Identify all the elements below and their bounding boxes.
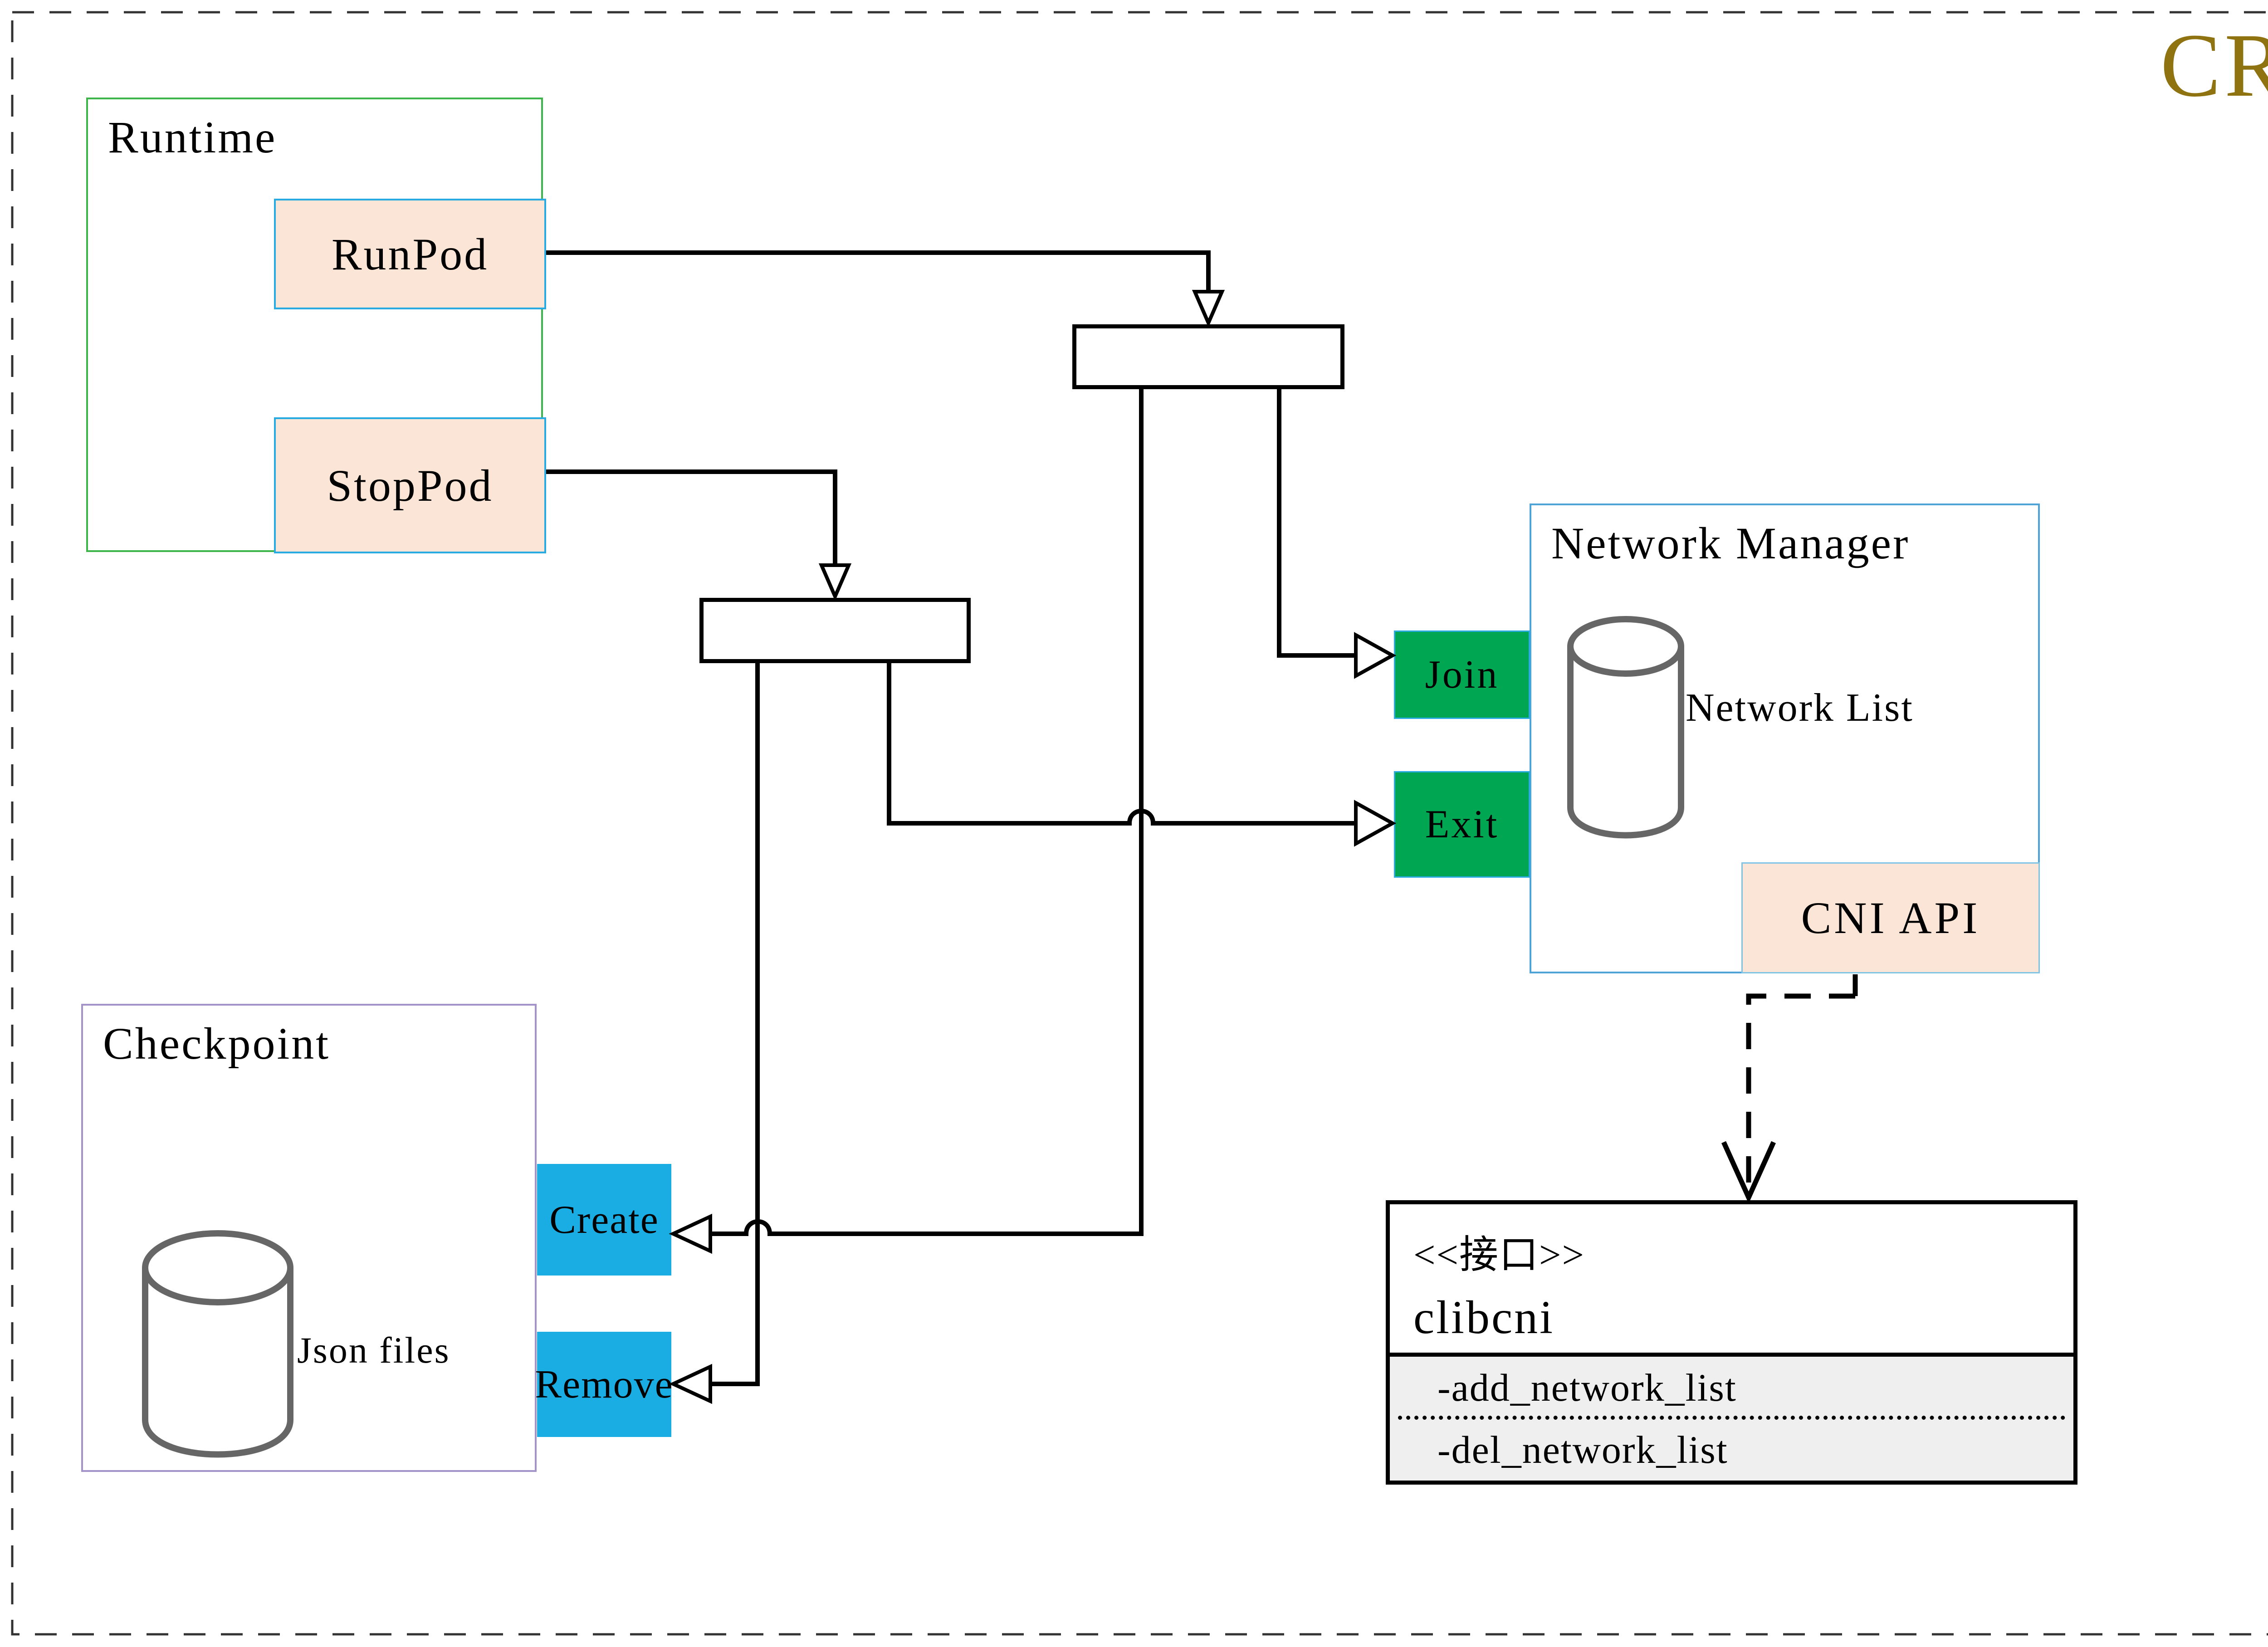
- runpod-junction-rect: [1072, 324, 1344, 389]
- clibcni-name: clibcni: [1413, 1291, 1555, 1344]
- stoppod-label: StopPod: [327, 460, 494, 511]
- network-manager-title: Network Manager: [1551, 518, 1910, 568]
- exit-box: Exit: [1394, 771, 1530, 878]
- clibcni-attributes-section: -add_network_list -del_network_list: [1390, 1353, 2073, 1481]
- cni-api-label: CNI API: [1801, 893, 1980, 943]
- clibcni-attribute: -del_network_list: [1437, 1428, 1728, 1471]
- arrow-junction-to-create: [669, 389, 1144, 1254]
- arrow-junction-to-remove: [669, 663, 760, 1404]
- json-files-label: Json files: [297, 1329, 450, 1371]
- open-v-arrowhead-icon: [1721, 1141, 1776, 1204]
- arrow-runpod-to-junction: [546, 250, 1225, 328]
- join-label: Join: [1425, 653, 1499, 697]
- exit-label: Exit: [1425, 802, 1499, 846]
- checkpoint-box: Checkpoint: [81, 1004, 537, 1472]
- arrow-stoppod-to-junction: [546, 469, 852, 601]
- network-list-label: Network List: [1686, 686, 1914, 730]
- arrow-junction-to-exit: [887, 663, 1397, 847]
- cni-api-box: CNI API: [1741, 862, 2040, 973]
- runpod-label: RunPod: [331, 229, 489, 279]
- cri-title: CRI: [2160, 15, 2268, 116]
- create-box: Create: [537, 1164, 671, 1276]
- runtime-title: Runtime: [108, 112, 277, 162]
- create-label: Create: [549, 1197, 659, 1242]
- remove-box: Remove: [535, 1332, 674, 1437]
- runpod-box: RunPod: [274, 199, 546, 309]
- dashed-arrow-cni-to-clibcni: [1721, 974, 1858, 1204]
- stoppod-box: StopPod: [274, 417, 546, 553]
- arrow-junction-to-join: [1277, 389, 1397, 679]
- checkpoint-title: Checkpoint: [103, 1018, 331, 1069]
- remove-label: Remove: [535, 1362, 674, 1407]
- clibcni-class-box: <<接口>> clibcni -add_network_list -del_ne…: [1386, 1200, 2077, 1485]
- join-box: Join: [1394, 630, 1530, 719]
- clibcni-attribute: -add_network_list: [1437, 1366, 1737, 1409]
- stoppod-junction-rect: [699, 598, 971, 663]
- clibcni-stereotype: <<接口>>: [1413, 1233, 1585, 1276]
